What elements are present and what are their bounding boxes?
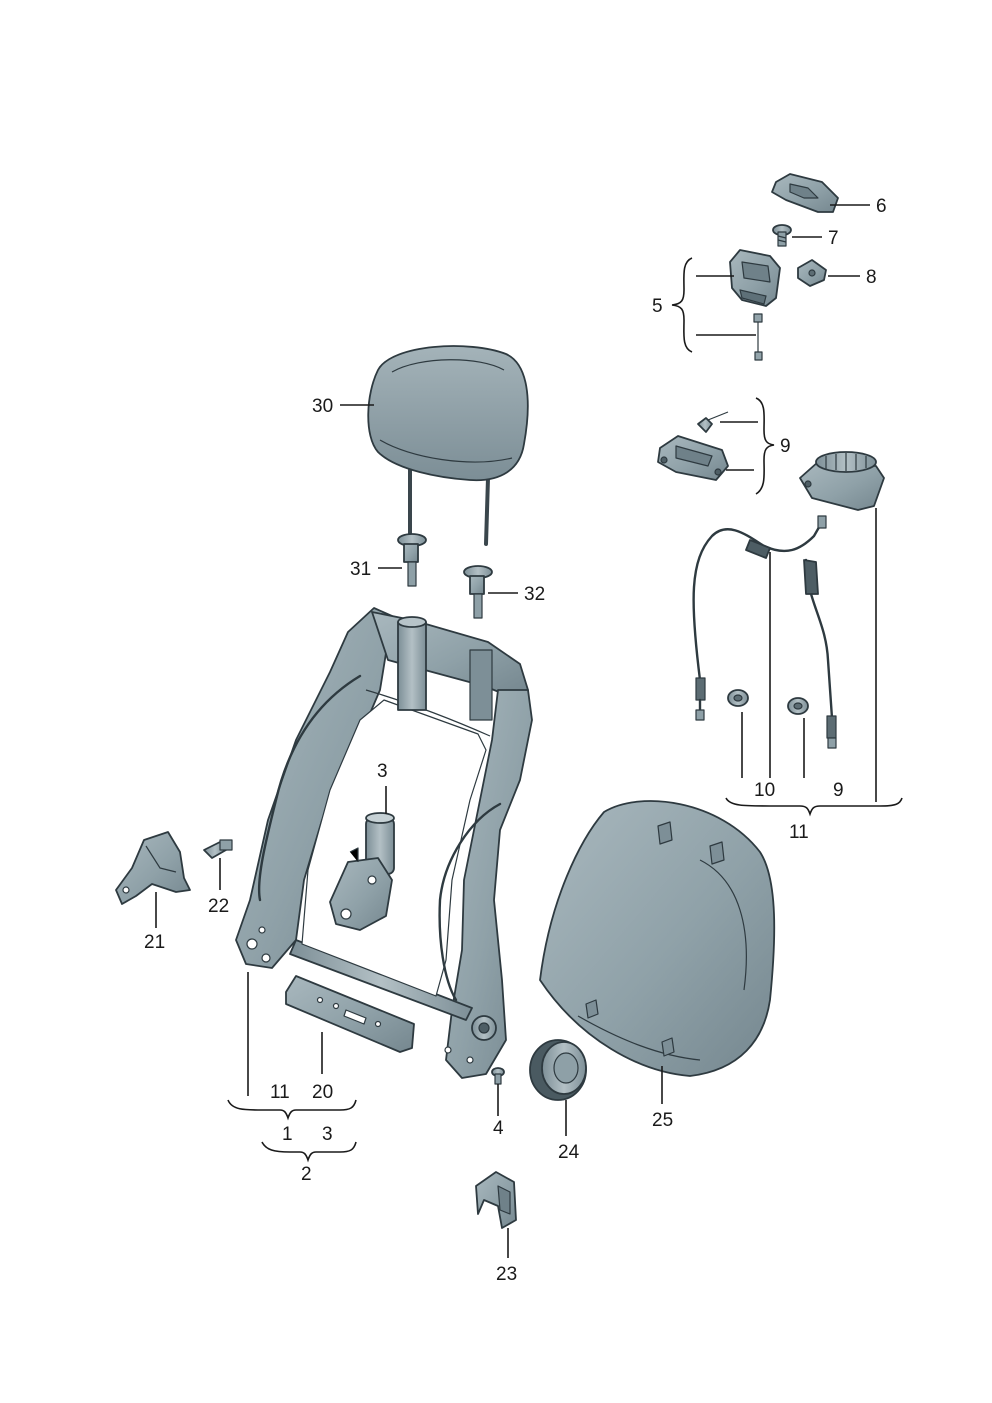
part-23-clip <box>475 1171 517 1229</box>
label-9-lower: 9 <box>833 780 844 801</box>
label-24: 24 <box>558 1142 580 1163</box>
part-21-trim-cover <box>115 831 191 905</box>
label-30: 30 <box>312 396 333 417</box>
label-7: 7 <box>828 228 839 249</box>
label-5: 5 <box>652 296 663 317</box>
part-9-lock-bracket <box>657 411 729 481</box>
part-20-trim-strip <box>285 975 415 1053</box>
label-4: 4 <box>493 1118 504 1139</box>
grouping-brackets <box>227 257 903 1163</box>
label-6: 6 <box>876 196 887 217</box>
label-1: 1 <box>282 1124 293 1145</box>
label-8: 8 <box>866 267 877 288</box>
part-22-clip <box>203 839 233 859</box>
part-24-adjuster-knob <box>529 1039 587 1101</box>
part-labels: 6 7 8 5 9 30 31 32 3 10 9 11 22 21 11 20… <box>144 196 887 1285</box>
part-25-rear-panel <box>539 800 776 1077</box>
part-6-cover-cap <box>771 173 839 213</box>
part-30-headrest <box>367 345 529 546</box>
label-31: 31 <box>350 559 371 580</box>
label-20: 20 <box>312 1082 333 1103</box>
label-23: 23 <box>496 1264 517 1285</box>
part-9-hinge-latch <box>799 451 885 511</box>
label-21: 21 <box>144 932 165 953</box>
part-7-screw <box>772 224 792 247</box>
label-32: 32 <box>524 584 545 605</box>
part-3-adjuster-motor <box>329 812 395 931</box>
part-8-clip-nut <box>797 259 827 287</box>
label-11-left: 11 <box>270 1082 290 1103</box>
label-9-upper: 9 <box>780 436 791 457</box>
part-10-bowden-cables <box>692 515 837 749</box>
label-3-motor: 3 <box>377 761 388 782</box>
leader-lines <box>155 204 877 1258</box>
part-5-release-lever <box>729 249 781 361</box>
label-25: 25 <box>652 1110 673 1131</box>
label-11-right: 11 <box>789 822 809 843</box>
label-3-bracket: 3 <box>322 1124 333 1145</box>
part-31-headrest-guide <box>397 533 427 587</box>
part-32-headrest-guide <box>463 565 493 619</box>
label-2: 2 <box>301 1164 312 1185</box>
label-22: 22 <box>208 896 229 917</box>
label-10: 10 <box>754 780 775 801</box>
part-4-screw <box>491 1067 505 1085</box>
